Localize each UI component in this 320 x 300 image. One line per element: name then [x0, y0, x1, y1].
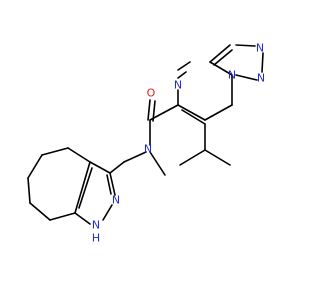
pz-bond-2	[109, 172, 116, 196]
tri-bond-1	[209, 44, 231, 63]
pyrazole-nitrogen-label: N	[112, 194, 120, 207]
pyr-bond-3	[204, 104, 233, 121]
pyrazole-nh-nitrogen-label: N	[92, 219, 100, 232]
n-ch2-bond	[123, 151, 147, 163]
c7-bond-5	[29, 202, 51, 221]
carbonyl-bond-a	[147, 99, 151, 121]
pz-bond-3	[102, 204, 113, 221]
tri-bond-1b	[213, 49, 233, 66]
molecule-diagram: O N N N N N N N H	[27, 41, 266, 245]
atom-label-layer: O N N N N N N N H	[92, 42, 265, 245]
pz-bond-5b	[78, 167, 93, 209]
pyr-bond-2	[177, 104, 206, 121]
c7-bond-4	[27, 177, 31, 204]
c7-bond-6	[49, 212, 76, 221]
tri-bond-3	[261, 52, 264, 73]
tri-bond-2	[235, 44, 256, 47]
ipr-bond-3	[179, 149, 206, 166]
triazole-nitrogen-bottom-label: N	[257, 72, 265, 85]
bond-layer	[27, 44, 264, 225]
pyrimidine-nitrogen-label: N	[174, 79, 182, 92]
pz-bond-5	[74, 161, 91, 214]
pz-bond-1	[89, 161, 111, 174]
amide-ring-bond	[149, 104, 179, 121]
c7-bond-1	[67, 147, 91, 163]
ipr-bond-2	[204, 149, 231, 166]
pyrazole-hydrogen-label: H	[92, 232, 100, 245]
pyr-bond-6	[177, 61, 191, 71]
pyr-bond-6b	[177, 71, 187, 79]
amide-nitrogen-label: N	[144, 143, 152, 156]
triazole-nitrogen-top-label: N	[256, 42, 264, 55]
structure-svg: O N N N N N N N H	[27, 42, 265, 245]
bridgehead-nitrogen-label: N	[228, 69, 236, 82]
n-methyl-bond	[149, 151, 166, 176]
pz-bond-2b	[106, 174, 112, 195]
pyr-bond-5	[209, 61, 233, 76]
c7-bond-2	[41, 147, 69, 156]
pz-bond-4	[74, 212, 91, 225]
ch2-pyrazole-bond	[109, 161, 125, 174]
c7-bond-3	[27, 154, 43, 179]
tri-bond-4	[235, 74, 258, 81]
pyr-bond-2b	[181, 109, 206, 125]
oxygen-atom-label: O	[147, 87, 156, 100]
